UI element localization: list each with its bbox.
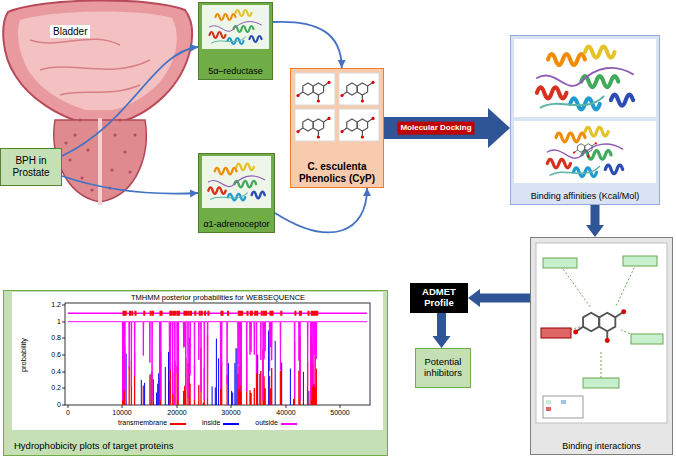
process-box: Potential inhibitors — [415, 348, 471, 388]
tick-label: 10000 — [112, 409, 131, 417]
legend-text: outside — [255, 419, 278, 427]
molecule — [296, 81, 330, 103]
plot-frame — [65, 303, 370, 405]
target-box: α1-adrenoceptor — [198, 153, 275, 233]
target-box: 5α–reductase — [198, 2, 273, 80]
docking-images — [512, 37, 658, 185]
curved-arrow — [62, 176, 198, 194]
tick-label: 1 — [57, 318, 61, 326]
image-ground — [339, 109, 379, 141]
inside-series — [126, 331, 309, 406]
compound-box: C. esculenta Phenolics (CyP) — [290, 68, 384, 188]
image-ground — [339, 73, 379, 105]
protein-ribbon — [547, 127, 622, 176]
block-arrow — [433, 313, 451, 348]
process-box: ADMET Profile — [410, 283, 468, 313]
mini-legend — [543, 396, 583, 418]
tick-label: 0 — [66, 409, 70, 417]
protein-ribbon — [537, 47, 633, 110]
image-ground — [202, 5, 269, 49]
curved-arrow — [62, 47, 198, 156]
block-arrow — [586, 205, 604, 237]
tick-label: 40000 — [276, 409, 295, 417]
chart-ground — [12, 292, 383, 430]
image-ground — [514, 39, 656, 117]
mini-swatch — [561, 400, 566, 404]
protein-image — [202, 5, 269, 49]
curved-arrow — [273, 22, 342, 68]
chart-title: TMHMM posterior probabilities for WEBSEQ… — [131, 294, 305, 302]
hydrophobicity-chart — [4, 291, 387, 436]
node-text: Binding interactions — [534, 441, 669, 451]
ligand — [573, 142, 597, 157]
residue-tag — [631, 334, 663, 344]
node-text: C. esculenta Phenolics (CyP) — [294, 161, 380, 184]
image-ground — [514, 121, 656, 183]
tick-label: 20000 — [167, 409, 186, 417]
molecule-images — [293, 71, 381, 143]
ligand — [573, 309, 626, 343]
block-arrow — [468, 289, 530, 307]
legend-sample — [223, 423, 239, 425]
tick-label: 1.2 — [51, 301, 61, 309]
image-ground — [202, 156, 271, 208]
edge-label: Molecular Docking — [397, 122, 474, 135]
residue-tag — [583, 378, 619, 388]
protein-ribbon — [210, 10, 262, 44]
node-text: BPH in Prostate — [4, 155, 58, 178]
node-text: Potential inhibitors — [419, 357, 467, 379]
block-arrow — [384, 108, 510, 148]
molecule — [340, 81, 374, 103]
interaction-lines — [559, 264, 641, 378]
tick-label: 0.6 — [51, 351, 61, 359]
curved-arrow — [275, 188, 367, 232]
tick-label: 50000 — [330, 409, 349, 417]
node-text: 5α–reductase — [202, 66, 269, 76]
outside-series — [68, 322, 367, 405]
image-ground — [536, 243, 667, 423]
legend-sample — [281, 423, 297, 425]
protein-ribbon — [208, 164, 264, 201]
axis-title: probability — [20, 338, 28, 372]
tick-label: 0.2 — [51, 384, 61, 392]
node-text: Hydrophobicity plots of target proteins — [14, 441, 384, 452]
legend-text: transmembrane — [118, 419, 167, 427]
tick-label: 30000 — [221, 409, 240, 417]
process-box: BPH in Prostate — [0, 148, 62, 186]
residue-tag — [541, 328, 571, 338]
tick-label: 0.4 — [51, 368, 61, 376]
interaction-image — [531, 238, 672, 428]
tick-label: 0.8 — [51, 334, 61, 342]
mini-swatch — [546, 400, 551, 404]
node-text: Binding affinities (Kcal/Mol) — [514, 191, 656, 201]
image-ground — [295, 109, 335, 141]
result-box: Binding affinities (Kcal/Mol) — [510, 35, 660, 205]
topology-strip — [68, 313, 367, 315]
organ-label: Bladder — [50, 25, 90, 38]
node-text: ADMET Profile — [414, 287, 464, 309]
molecule — [340, 117, 374, 139]
molecule — [296, 117, 330, 139]
bladder-folds — [30, 39, 150, 95]
bladder-wall — [3, 0, 192, 122]
residue-tag — [543, 258, 577, 268]
result-box: Binding interactions — [530, 237, 673, 455]
residue-tag — [623, 256, 657, 266]
legend-text: inside — [202, 419, 220, 427]
image-ground — [295, 73, 335, 105]
legend-sample — [170, 423, 186, 425]
topology-marks — [123, 311, 319, 316]
node-text: α1-adrenoceptor — [202, 219, 271, 229]
bladder-cavity — [18, 11, 177, 110]
mini-swatch — [546, 407, 551, 411]
protein-image — [202, 156, 271, 208]
tick-label: 0 — [57, 401, 61, 409]
